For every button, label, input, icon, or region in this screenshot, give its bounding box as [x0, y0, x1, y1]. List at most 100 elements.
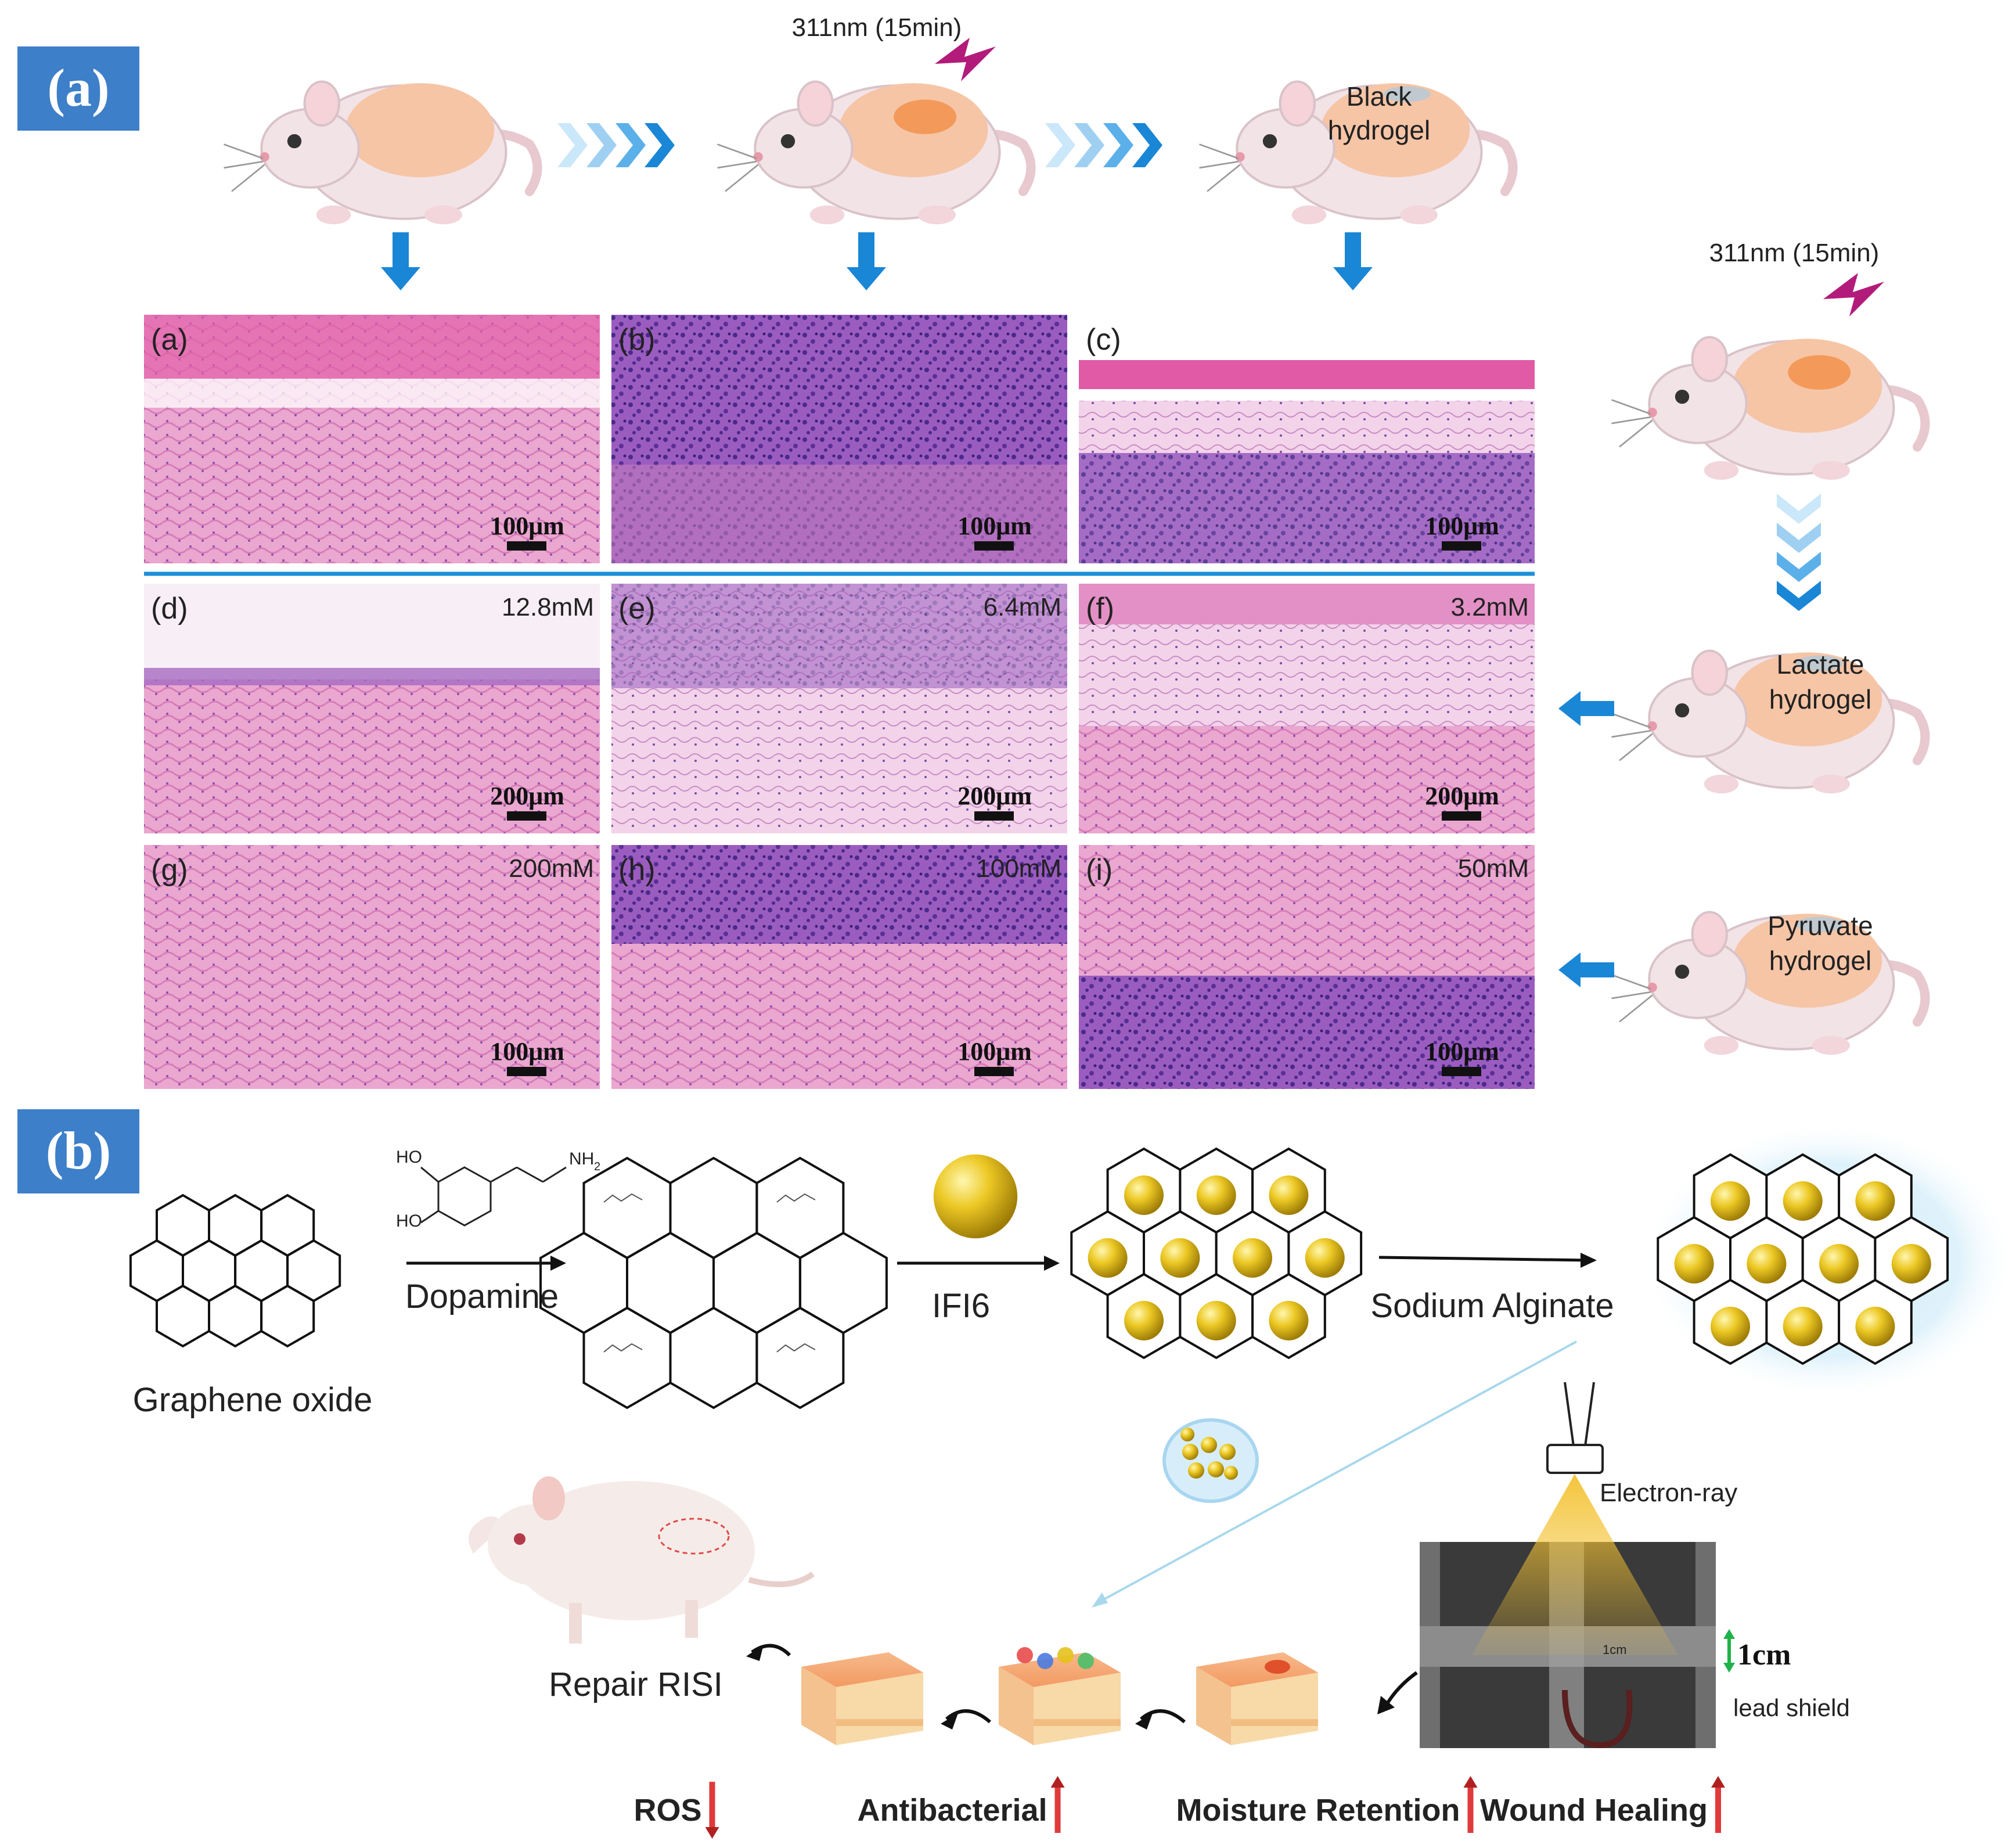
scale-bar: [1442, 541, 1481, 551]
scale-bar: [1442, 1067, 1481, 1076]
chevron-group-2: [1045, 123, 1162, 167]
hex-cell: [755, 1156, 845, 1260]
curved-arrow-3: [945, 1709, 991, 1724]
outcome-label: Wound Healing: [1480, 1793, 1708, 1828]
micrograph-label: (f): [1086, 592, 1114, 625]
treated-mouse-image: [469, 1476, 815, 1644]
panel-a: (a) 311nm (15min) Black hydrogel: [17, 13, 1925, 1089]
black-hydrogel-line1: Black: [1347, 81, 1412, 112]
dopamine-nh-sub: 2: [594, 1160, 600, 1173]
concentration-label: 50mM: [1458, 854, 1529, 883]
electron-ray-label: Electron-ray: [1600, 1479, 1737, 1507]
hex-cell: [626, 1231, 715, 1335]
ifi6-label: IFI6: [932, 1287, 990, 1325]
ifi6-particle-icon: [1855, 1181, 1895, 1221]
hydrogel-particle-icon: [1037, 1653, 1053, 1669]
scale-bar: [1442, 811, 1481, 821]
up-arrow-icon: [1711, 1776, 1725, 1833]
micrograph-label: (a): [151, 323, 188, 357]
down-arrow-2: [847, 232, 886, 290]
hex-cell: [669, 1306, 758, 1410]
panel-b-tag-bg: [17, 1109, 139, 1193]
concentration-label: 6.4mM: [984, 593, 1061, 621]
hex-cell: [129, 1239, 184, 1303]
scale-bar-label: 200μm: [1425, 782, 1499, 810]
micrograph-label: (c): [1086, 323, 1121, 357]
down-arrow-icon: [705, 1782, 719, 1839]
hex-cell: [182, 1239, 237, 1303]
concentration-label: 12.8mM: [502, 593, 594, 621]
application-arrowhead: [1092, 1592, 1108, 1608]
outcome-label: Moisture Retention: [1176, 1793, 1460, 1828]
arrow-sodium-alginate: [1378, 1253, 1597, 1268]
scale-bar-label: 100μm: [490, 512, 564, 540]
ifi6-particle-icon: [1269, 1301, 1309, 1340]
micrograph-label: (g): [151, 853, 188, 887]
application-line: [1097, 1340, 1577, 1604]
left-arrow-lactate: [1558, 691, 1614, 726]
hydrogel-badge-icon: [1162, 1418, 1259, 1503]
micrograph-h: [611, 845, 1067, 1089]
down-arrow-3: [1333, 232, 1373, 290]
hex-cell: [755, 1306, 845, 1410]
concentration-label: 3.2mM: [1451, 593, 1529, 621]
ifi6-particle-icon: [1196, 1301, 1236, 1340]
mouse-lactate: [1612, 651, 1925, 794]
pyruvate-hydrogel-line1: Pyruvate: [1767, 911, 1873, 941]
scale-bar-label: 100μm: [957, 512, 1032, 540]
dopamine-link: [776, 1343, 816, 1353]
hex-cell: [260, 1193, 315, 1257]
up-arrow-icon: [1050, 1776, 1065, 1833]
ifi6-particle-icon: [1711, 1181, 1750, 1221]
hex-cell: [582, 1306, 672, 1410]
scale-bar: [507, 811, 546, 821]
gap-indicator-icon: [1723, 1629, 1735, 1673]
graphene-oxide-lattice: [129, 1193, 341, 1348]
top-uv-bolt-icon: [935, 38, 996, 81]
ifi6-particle-icon: [1160, 1238, 1200, 1278]
top-uv-label: 311nm (15min): [792, 13, 962, 42]
ifi6-particle-icon: [1269, 1175, 1309, 1215]
hex-cell: [234, 1239, 289, 1303]
dopamine-structure: [420, 1166, 567, 1227]
up-arrow-icon: [1463, 1776, 1478, 1833]
lactate-hydrogel-line2: hydrogel: [1769, 684, 1871, 714]
lead-shield-label: lead shield: [1733, 1694, 1850, 1721]
arrow-ifi6: [897, 1256, 1060, 1271]
scale-bar-label: 100μm: [957, 1037, 1032, 1066]
hex-cell: [712, 1231, 801, 1335]
hex-cell: [208, 1193, 263, 1257]
mouse-pyruvate: [1612, 912, 1925, 1055]
scale-bar-label: 100μm: [1425, 512, 1499, 540]
scale-bar: [507, 541, 546, 551]
skin-block-icon: [1196, 1652, 1318, 1745]
dopamine-link: [603, 1193, 643, 1203]
dopamine-label: Dopamine: [405, 1278, 559, 1315]
skin-block-icon: [801, 1652, 923, 1745]
repair-risi-label: Repair RISI: [549, 1666, 723, 1703]
mouse-side-irradiated: [1612, 337, 1925, 480]
ifi6-particle-icon: [1891, 1244, 1931, 1283]
side-uv-label: 311nm (15min): [1709, 239, 1880, 267]
hex-cell: [260, 1284, 315, 1348]
concentration-label: 200mM: [509, 854, 594, 883]
micrograph-a: [144, 315, 600, 563]
arrow-dopamine: [406, 1256, 566, 1271]
curved-arrow-1: [1383, 1671, 1418, 1709]
concentration-label: 100mM: [976, 854, 1061, 883]
dopamine-ho-1: HO: [396, 1148, 422, 1167]
hex-cell: [669, 1156, 758, 1260]
micrograph-g: [144, 845, 600, 1089]
ifi6-particle-icon: [1747, 1244, 1787, 1283]
scale-bar-label: 200μm: [957, 782, 1032, 810]
curved-arrow-2: [1140, 1709, 1186, 1724]
graphene-oxide-label: Graphene oxide: [133, 1381, 373, 1419]
panel-a-tag-bg: [17, 46, 139, 131]
curved-arrowhead-2: [1135, 1713, 1153, 1730]
hydrogel-lattice: [1657, 1153, 1949, 1365]
curved-arrow-4: [751, 1644, 791, 1657]
ifi6-particle-icon: [1783, 1181, 1823, 1221]
micrograph-e: [611, 584, 1067, 833]
micrograph-grid: (a)100μm(b)100μm(c)100μm(d)12.8mM200μm(e…: [144, 315, 1535, 1089]
scale-bar: [974, 1067, 1014, 1076]
